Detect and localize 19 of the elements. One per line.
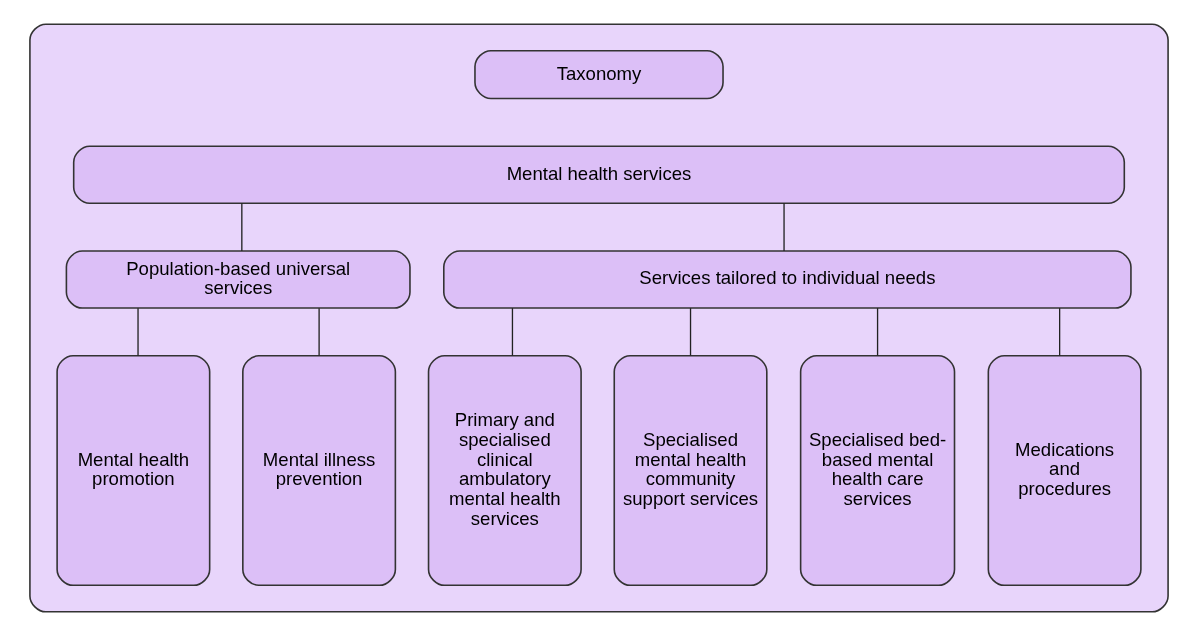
node-box: Medications and procedures [987,355,1142,587]
node-box: Mental illness prevention [241,355,396,587]
connector [511,307,513,357]
connector [689,307,691,357]
node-box: Taxonomy [473,49,724,100]
connector [136,307,139,357]
node-box: Primary and specialised clinical ambulatory mental health services [427,355,582,587]
node-box: Mental health services [72,145,1125,205]
node-box: Mental health promotion [55,355,210,587]
node-box: Population-based universal services [65,250,411,309]
node-box: Services tailored to individual needs [442,250,1132,309]
node-box: Specialised mental health community support services [612,355,768,587]
connector [782,202,785,252]
node-box: Specialised bed-based mental health care services [799,355,955,587]
connector [317,307,320,357]
connector [1058,307,1060,357]
cluster [28,23,1169,613]
connector [240,202,242,252]
connector [876,307,878,357]
